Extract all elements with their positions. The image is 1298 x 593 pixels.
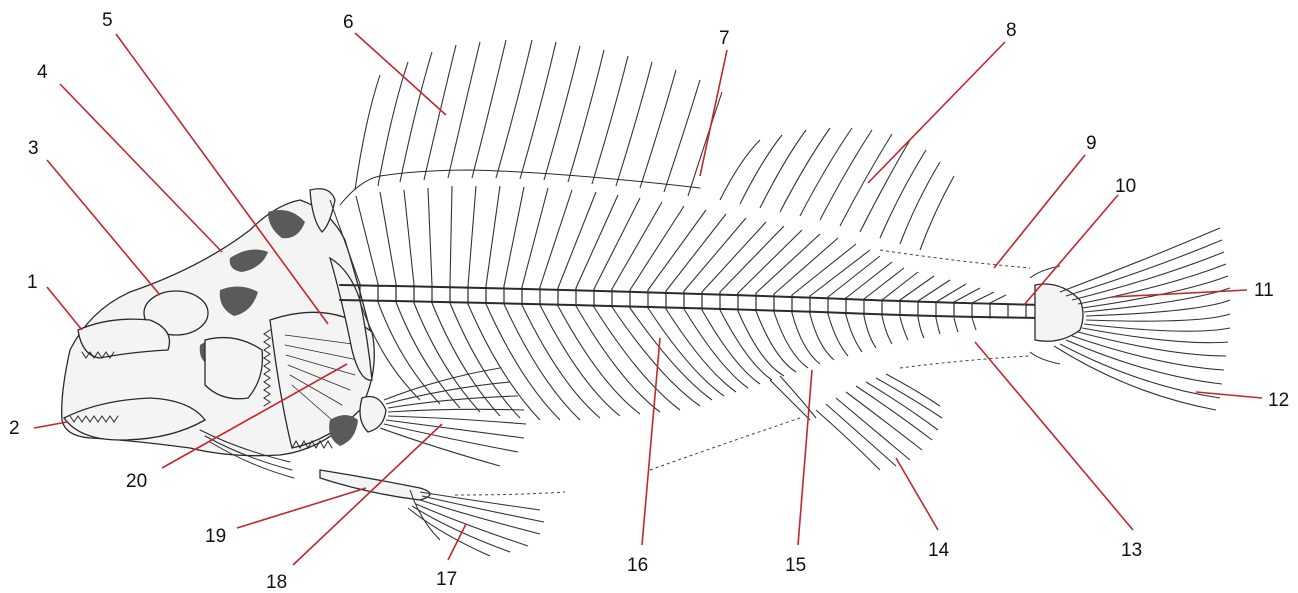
label-17: 17 bbox=[436, 569, 457, 590]
label-11: 11 bbox=[1254, 280, 1274, 301]
leader-12 bbox=[1196, 392, 1262, 398]
leader-4 bbox=[60, 84, 222, 252]
label-14: 14 bbox=[928, 540, 950, 561]
leader-6 bbox=[355, 33, 446, 115]
label-12: 12 bbox=[1268, 390, 1289, 411]
leader-15 bbox=[798, 370, 812, 545]
label-7: 7 bbox=[719, 28, 730, 49]
leader-8 bbox=[868, 42, 1005, 183]
soft-dorsal-fin bbox=[720, 128, 954, 250]
anal-fin bbox=[770, 374, 942, 470]
skeleton-illustration bbox=[62, 40, 1230, 556]
label-8: 8 bbox=[1006, 20, 1017, 41]
leader-16 bbox=[642, 338, 660, 545]
label-1: 1 bbox=[27, 272, 38, 293]
label-5: 5 bbox=[102, 10, 113, 31]
leader-3 bbox=[47, 160, 160, 295]
label-6: 6 bbox=[343, 12, 354, 33]
label-15: 15 bbox=[785, 555, 806, 576]
label-20: 20 bbox=[126, 471, 147, 492]
label-13: 13 bbox=[1121, 540, 1142, 561]
leader-10 bbox=[1024, 195, 1118, 305]
leader-1 bbox=[47, 287, 82, 330]
vertebral-column bbox=[340, 284, 1050, 318]
leader-7 bbox=[700, 50, 727, 176]
label-3: 3 bbox=[28, 138, 39, 159]
leader-2 bbox=[34, 422, 67, 428]
label-10: 10 bbox=[1115, 176, 1136, 197]
leader-19 bbox=[237, 488, 366, 528]
pelvic-fin bbox=[320, 470, 544, 556]
label-16: 16 bbox=[627, 555, 648, 576]
leader-11 bbox=[1112, 290, 1247, 297]
label-9: 9 bbox=[1086, 133, 1097, 154]
label-4: 4 bbox=[37, 62, 48, 83]
leader-14 bbox=[896, 458, 938, 530]
label-2: 2 bbox=[9, 418, 20, 439]
leader-17 bbox=[448, 524, 466, 560]
label-19: 19 bbox=[205, 526, 226, 547]
ribs bbox=[360, 302, 976, 420]
leader-9 bbox=[994, 155, 1085, 268]
leader-13 bbox=[975, 342, 1133, 530]
label-18: 18 bbox=[266, 572, 287, 593]
spiny-dorsal-fin bbox=[340, 40, 722, 205]
caudal-fin bbox=[1030, 228, 1230, 410]
